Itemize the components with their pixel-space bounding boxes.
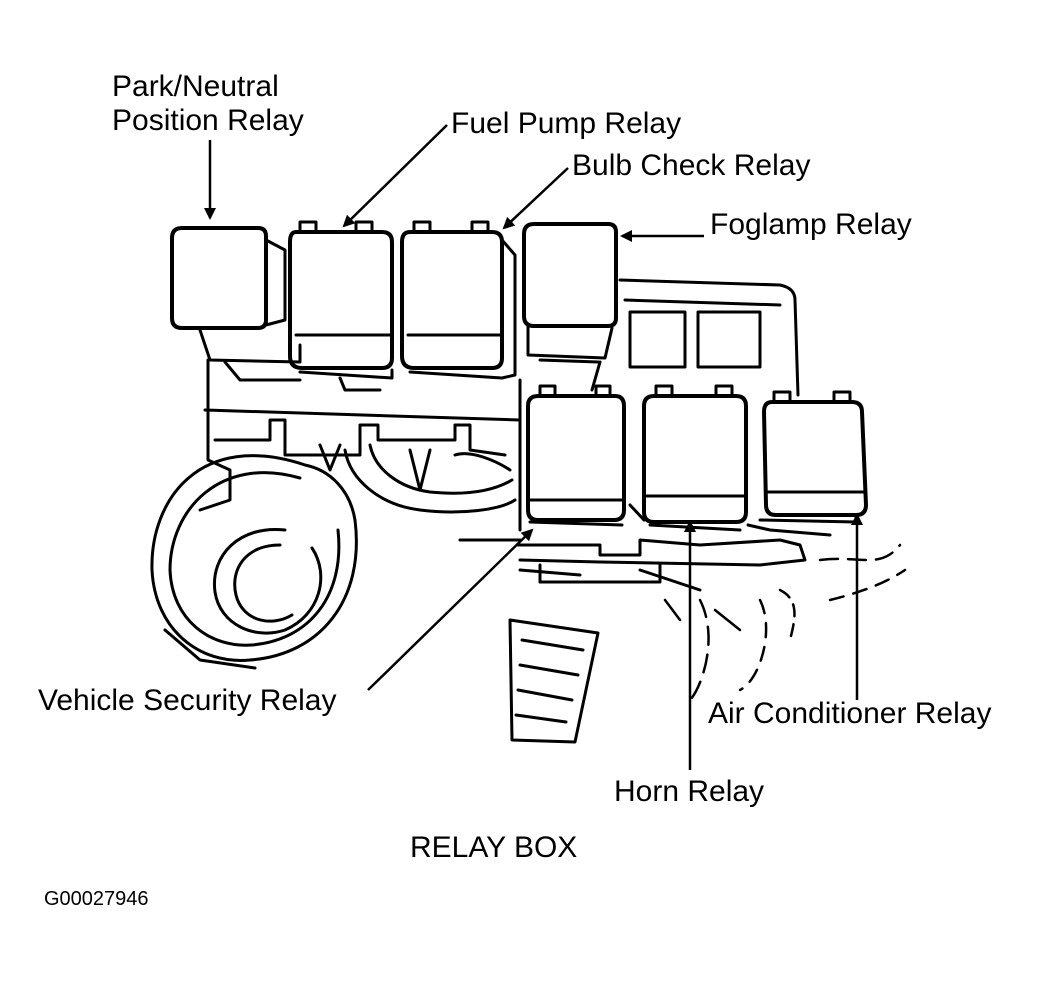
label-horn: Horn Relay	[614, 775, 765, 808]
grommet	[150, 454, 358, 670]
wire-channel	[318, 443, 517, 514]
figure-id: G00027946	[44, 888, 149, 910]
air-conditioner-relay	[746, 390, 868, 537]
foglamp-relay	[522, 222, 618, 392]
park-neutral-relay	[170, 226, 302, 382]
vehicle-security-relay	[526, 384, 626, 527]
label-park-neutral-line1: Park/Neutral	[112, 70, 279, 103]
label-air-conditioner: Air Conditioner Relay	[708, 697, 992, 730]
label-fuel-pump: Fuel Pump Relay	[451, 107, 682, 140]
arrow-vehicle-security	[367, 528, 534, 691]
ribbed-connector	[508, 618, 600, 744]
relay-box-housing	[198, 278, 807, 592]
leader-lines	[204, 124, 863, 770]
figure-caption: RELAY BOX	[410, 831, 578, 864]
label-foglamp: Foglamp Relay	[710, 208, 912, 241]
label-bulb-check: Bulb Check Relay	[572, 149, 811, 182]
wire-harness	[663, 543, 907, 702]
fuel-pump-relay	[288, 220, 394, 392]
arrow-bulb-check	[502, 167, 569, 230]
arrow-fuel-pump	[342, 124, 448, 228]
bulb-check-relay	[400, 220, 517, 380]
horn-relay	[628, 384, 748, 532]
label-park-neutral-line2: Position Relay	[112, 104, 304, 137]
label-vehicle-security: Vehicle Security Relay	[38, 684, 337, 717]
